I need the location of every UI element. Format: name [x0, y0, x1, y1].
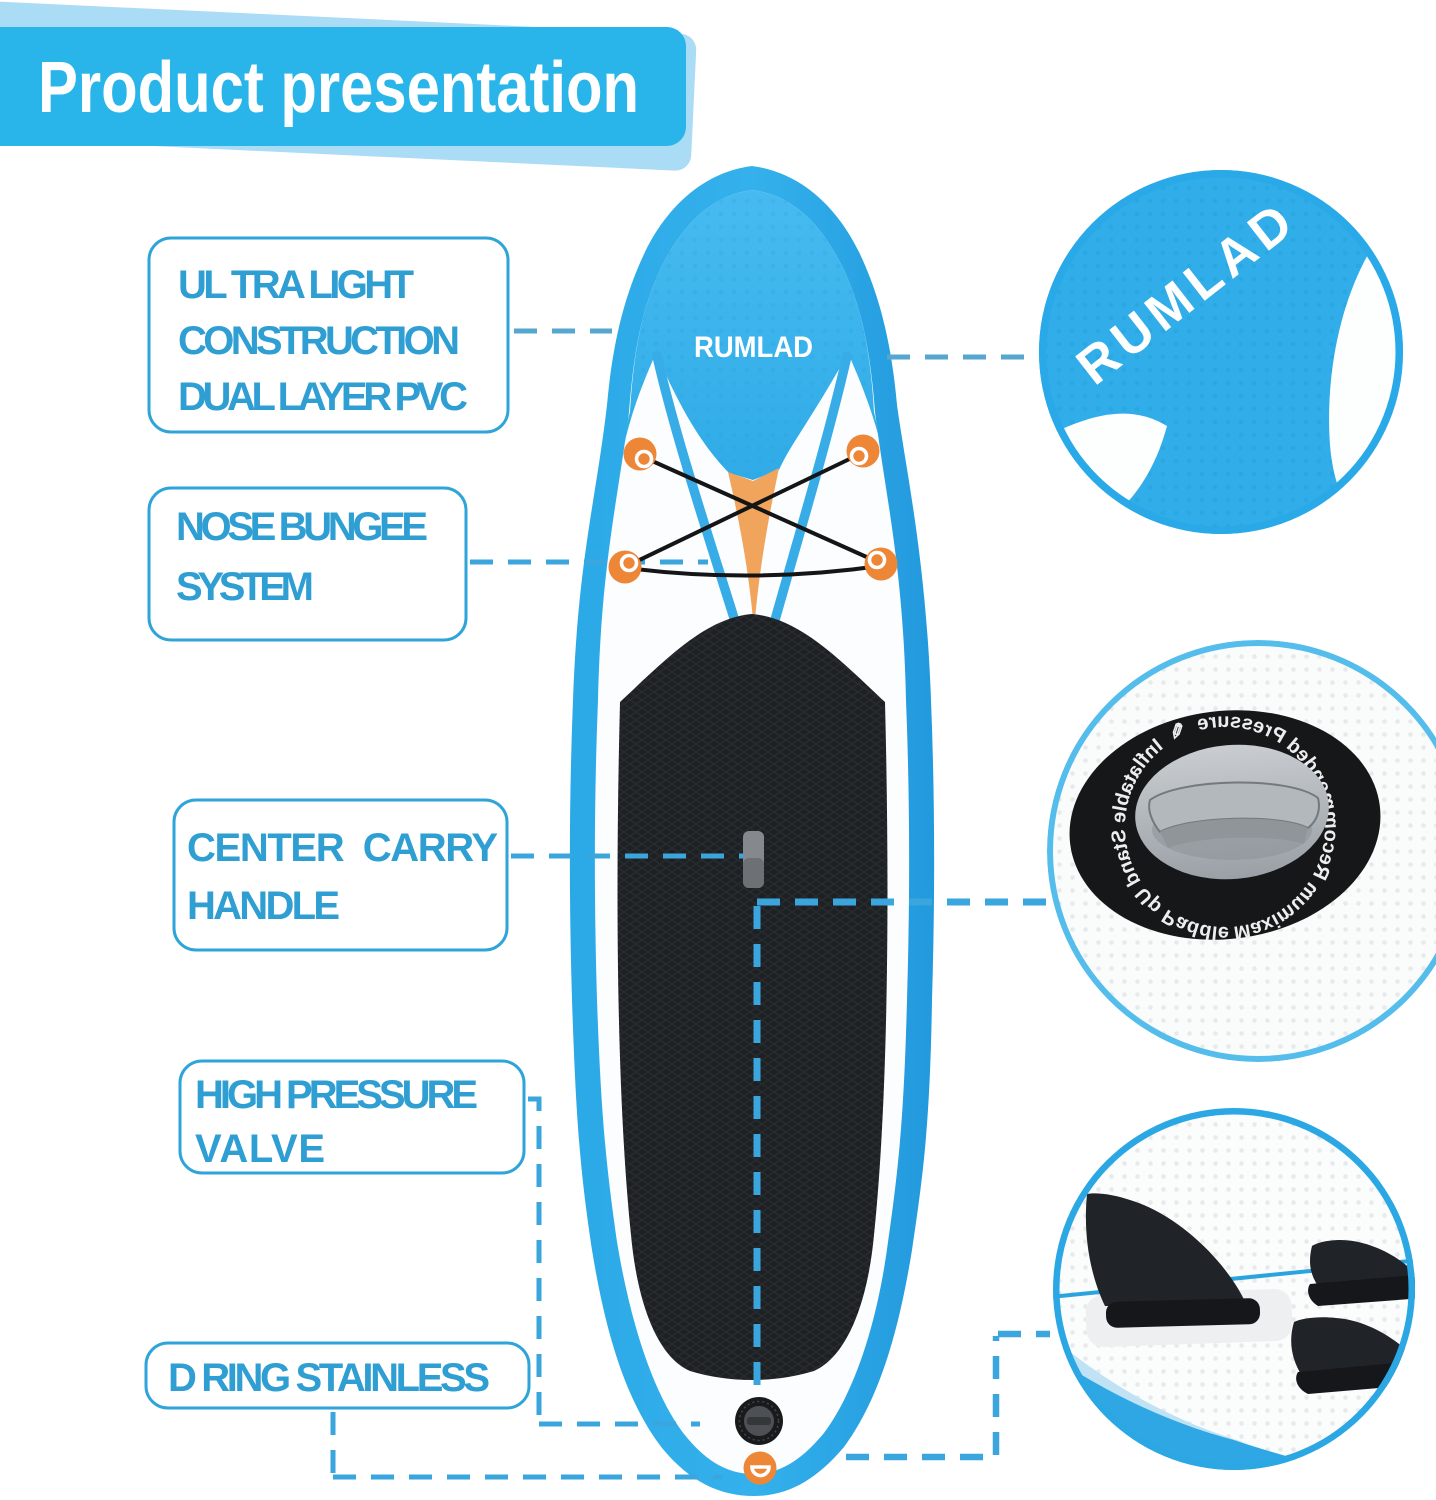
- svg-text:D RING STAINLESS: D RING STAINLESS: [168, 1356, 490, 1400]
- svg-text:HIGH PRESSURE: HIGH PRESSURE: [195, 1073, 478, 1117]
- svg-text:CENTER CARRY: CENTER CARRY: [187, 826, 498, 870]
- svg-text:VALVE: VALVE: [195, 1127, 325, 1171]
- svg-text:CONSTRUCTION: CONSTRUCTION: [178, 319, 460, 363]
- svg-text:UL TRA LIGHT: UL TRA LIGHT: [178, 263, 414, 307]
- svg-text:Product presentation: Product presentation: [38, 48, 639, 128]
- svg-text:NOSE BUNGEE: NOSE BUNGEE: [176, 505, 428, 549]
- svg-text:SYSTEM: SYSTEM: [176, 565, 314, 609]
- svg-text:DUAL LAYER PVC: DUAL LAYER PVC: [178, 375, 468, 419]
- svg-text:RUMLAD: RUMLAD: [694, 331, 813, 364]
- svg-text:HANDLE: HANDLE: [187, 884, 340, 928]
